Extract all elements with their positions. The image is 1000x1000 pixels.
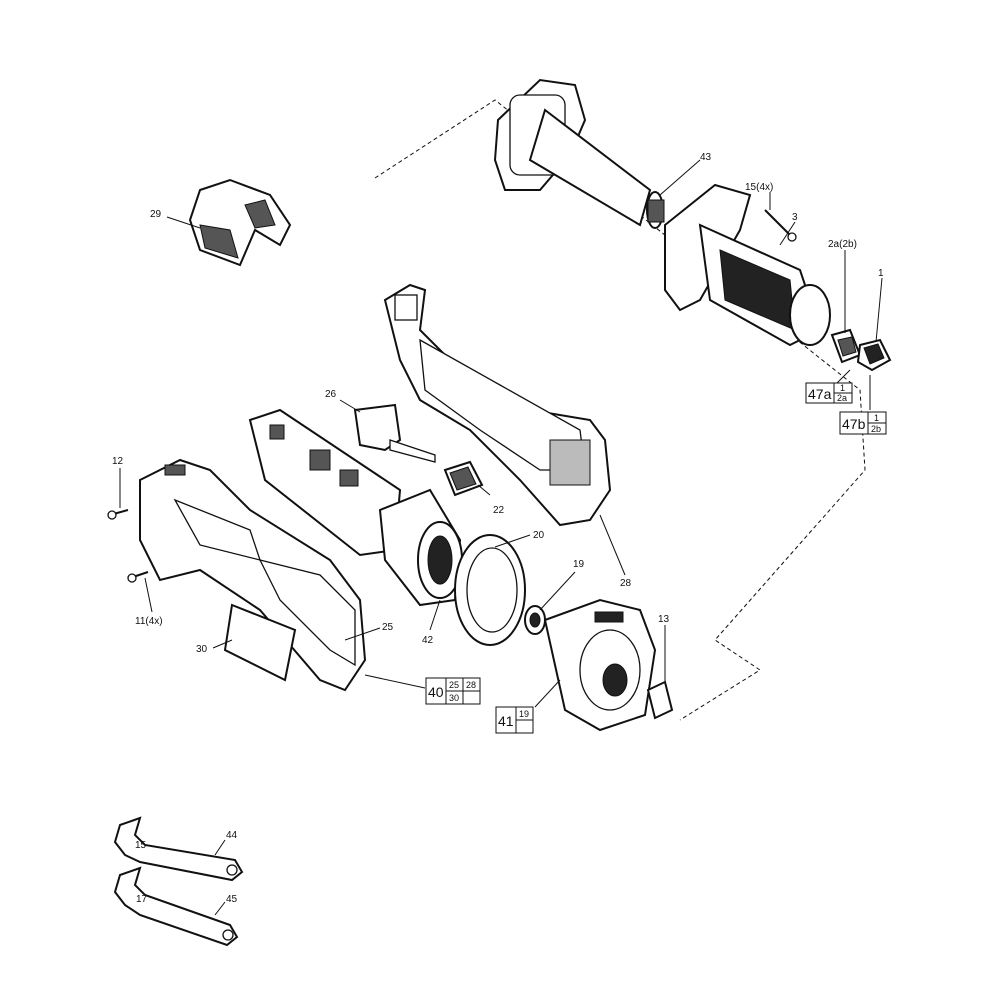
callout-30: 30 (196, 644, 208, 655)
assembly-dashed-line (374, 99, 866, 721)
callout-11-4x: 11(4x) (135, 616, 163, 627)
svg-text:40: 40 (428, 684, 444, 700)
callout-26: 26 (325, 389, 337, 400)
part-19-bearing[interactable] (524, 605, 546, 635)
part-25-handle-housing[interactable] (139, 458, 367, 692)
svg-text:2a: 2a (837, 393, 847, 403)
kit-box-47a: 47a 1 2a (805, 382, 853, 404)
part-2a-collet[interactable] (830, 328, 862, 364)
part-15-screw[interactable] (764, 209, 797, 242)
part-3-gear-housing[interactable] (664, 183, 831, 347)
callout-1: 1 (878, 268, 884, 279)
svg-text:19: 19 (519, 709, 529, 719)
svg-text:25: 25 (449, 680, 459, 690)
callout-15: 15 (135, 840, 147, 851)
callout-labels: 43 15(4x) 3 2a(2b) 1 29 26 22 28 20 19 4… (112, 152, 884, 905)
svg-text:47a: 47a (808, 386, 832, 402)
callout-25: 25 (382, 622, 394, 633)
part-13-clip[interactable] (646, 680, 674, 720)
part-30-label-plate[interactable] (223, 603, 297, 682)
callout-29: 29 (150, 209, 162, 220)
leader-lines (119, 159, 883, 916)
svg-text:47b: 47b (842, 416, 866, 432)
part-29-rear-cap[interactable] (188, 178, 292, 267)
part-1-collet-nut[interactable] (856, 338, 892, 372)
callout-17: 17 (136, 894, 148, 905)
callout-45: 45 (226, 894, 238, 905)
part-41-motor-end[interactable] (543, 598, 657, 732)
callout-42: 42 (422, 635, 434, 646)
callout-15-4x: 15(4x) (745, 182, 773, 193)
part-11-screw[interactable] (127, 571, 149, 583)
svg-text:1: 1 (874, 413, 879, 423)
callout-2a-2b: 2a(2b) (828, 239, 857, 250)
kit-box-47b: 47b 1 2b (839, 411, 887, 435)
svg-text:28: 28 (466, 680, 476, 690)
part-44-wrench[interactable] (113, 816, 244, 882)
callout-19: 19 (573, 559, 585, 570)
part-42-stator[interactable] (378, 488, 463, 607)
callout-22: 22 (493, 505, 505, 516)
kit-box-41: 41 19 (495, 706, 534, 734)
callout-3: 3 (792, 212, 798, 223)
electronics-board[interactable] (248, 408, 402, 557)
callout-12: 12 (112, 456, 124, 467)
part-43-spindle-housing[interactable] (493, 78, 665, 229)
part-28-housing-half[interactable] (383, 283, 612, 527)
part-45-wrench[interactable] (113, 866, 239, 947)
part-12-screw[interactable] (107, 509, 129, 520)
part-20-baffle-ring[interactable] (454, 534, 526, 646)
svg-text:30: 30 (449, 693, 459, 703)
svg-text:41: 41 (498, 713, 514, 729)
svg-text:1: 1 (840, 383, 845, 393)
callout-44: 44 (226, 830, 238, 841)
part-26-switch-slider[interactable] (353, 403, 436, 463)
callout-43: 43 (700, 152, 712, 163)
part-22-button[interactable] (443, 460, 484, 497)
kit-box-40: 40 25 28 30 (425, 677, 481, 705)
callout-20: 20 (533, 530, 545, 541)
svg-text:2b: 2b (871, 424, 881, 434)
callout-28: 28 (620, 578, 632, 589)
callout-13: 13 (658, 614, 670, 625)
